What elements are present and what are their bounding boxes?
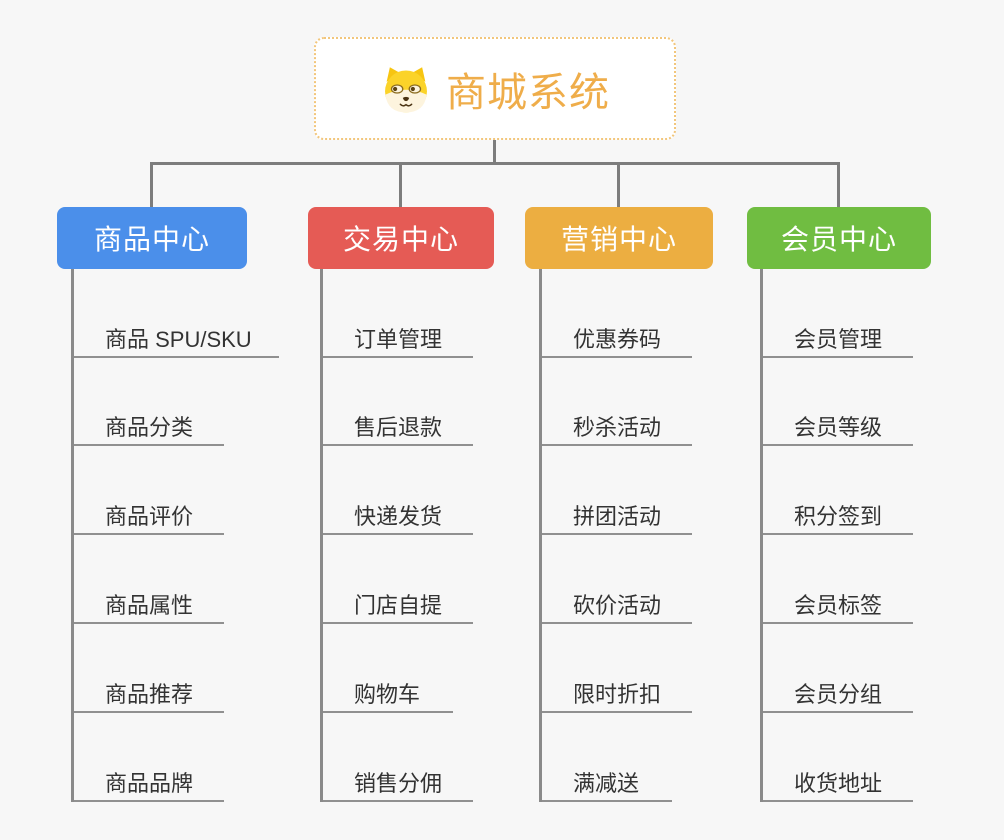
- branch-label: 交易中心: [342, 224, 459, 255]
- topic-label: 优惠券码: [573, 326, 662, 352]
- connector-drop-trade: [399, 162, 402, 208]
- topic-item[interactable]: 砍价活动: [542, 582, 692, 624]
- root-title: 商城系统: [446, 70, 610, 115]
- topic-label: 门店自提: [354, 592, 443, 618]
- topic-label: 购物车: [354, 681, 421, 707]
- topic-item[interactable]: 销售分佣: [323, 760, 473, 802]
- topic-label: 订单管理: [354, 326, 443, 352]
- branch-column-member: 会员管理 会员等级 积分签到 会员标签 会员分组 收货地址: [760, 269, 913, 802]
- topic-item[interactable]: 商品推荐: [74, 671, 224, 713]
- branch-column-marketing: 优惠券码 秒杀活动 拼团活动 砍价活动 限时折扣 满减送: [539, 269, 692, 802]
- branch-label: 商品中心: [93, 224, 210, 255]
- topic-label: 会员分组: [794, 681, 883, 707]
- topic-item[interactable]: 拼团活动: [542, 493, 692, 535]
- connector-drop-member: [837, 162, 840, 208]
- topic-item[interactable]: 满减送: [542, 760, 672, 802]
- topic-item[interactable]: 限时折扣: [542, 671, 692, 713]
- branch-label: 营销中心: [560, 224, 677, 255]
- topic-label: 砍价活动: [573, 592, 662, 618]
- connector-root-drop: [493, 139, 496, 164]
- topic-item[interactable]: 售后退款: [323, 404, 473, 446]
- topic-label: 秒杀活动: [573, 414, 662, 440]
- branch-label: 会员中心: [780, 224, 897, 255]
- topic-label: 限时折扣: [573, 681, 662, 707]
- topic-label: 商品分类: [105, 414, 194, 440]
- topic-item[interactable]: 快递发货: [323, 493, 473, 535]
- branch-node-member-center[interactable]: 会员中心: [747, 207, 931, 269]
- branch-column-product: 商品 SPU/SKU 商品分类 商品评价 商品属性 商品推荐 商品品牌: [71, 269, 279, 802]
- topic-item[interactable]: 会员管理: [763, 316, 913, 358]
- branch-column-trade: 订单管理 售后退款 快递发货 门店自提 购物车 销售分佣: [320, 269, 473, 802]
- topic-label: 会员管理: [794, 326, 883, 352]
- shiba-dog-icon: [385, 66, 427, 112]
- topic-label: 收货地址: [794, 770, 883, 796]
- connector-drop-marketing: [617, 162, 620, 208]
- topic-item[interactable]: 积分签到: [763, 493, 913, 535]
- topic-label: 快递发货: [354, 503, 443, 529]
- topic-label: 商品品牌: [105, 770, 194, 796]
- topic-item[interactable]: 商品属性: [74, 582, 224, 624]
- branch-node-marketing-center[interactable]: 营销中心: [525, 207, 713, 269]
- root-node-mall-system[interactable]: 商城系统: [314, 37, 676, 140]
- topic-item[interactable]: 会员标签: [763, 582, 913, 624]
- topic-item[interactable]: 优惠券码: [542, 316, 692, 358]
- topic-label: 售后退款: [354, 414, 443, 440]
- topic-item[interactable]: 会员等级: [763, 404, 913, 446]
- connector-trunk: [150, 162, 840, 165]
- branch-node-trade-center[interactable]: 交易中心: [308, 207, 494, 269]
- topic-item[interactable]: 购物车: [323, 671, 453, 713]
- connector-drop-product: [150, 162, 153, 208]
- topic-label: 销售分佣: [354, 770, 443, 796]
- topic-item[interactable]: 订单管理: [323, 316, 473, 358]
- topic-label: 满减送: [573, 770, 640, 796]
- topic-item[interactable]: 门店自提: [323, 582, 473, 624]
- topic-label: 商品属性: [105, 592, 194, 618]
- topic-item[interactable]: 商品品牌: [74, 760, 224, 802]
- topic-label: 商品推荐: [105, 681, 194, 707]
- topic-label: 商品评价: [105, 503, 194, 529]
- branch-node-product-center[interactable]: 商品中心: [57, 207, 247, 269]
- topic-item[interactable]: 收货地址: [763, 760, 913, 802]
- topic-label: 积分签到: [794, 503, 883, 529]
- topic-item[interactable]: 会员分组: [763, 671, 913, 713]
- topic-item[interactable]: 商品分类: [74, 404, 224, 446]
- topic-label: 拼团活动: [573, 503, 662, 529]
- topic-label: 商品 SPU/SKU: [105, 326, 252, 352]
- topic-item[interactable]: 秒杀活动: [542, 404, 692, 446]
- topic-label: 会员标签: [794, 592, 883, 618]
- topic-label: 会员等级: [794, 414, 883, 440]
- topic-item[interactable]: 商品评价: [74, 493, 224, 535]
- topic-item[interactable]: 商品 SPU/SKU: [74, 316, 279, 358]
